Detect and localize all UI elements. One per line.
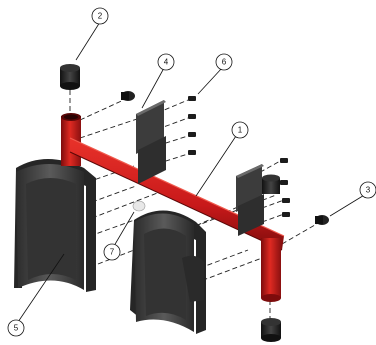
knob-left — [121, 91, 135, 101]
mounting-bracket-right — [236, 164, 264, 236]
callout-2: 2 — [91, 7, 109, 25]
bolts — [188, 96, 290, 217]
svg-text:6: 6 — [222, 58, 227, 67]
callout-6: 6 — [215, 53, 233, 71]
cushion-pad-left — [14, 159, 96, 292]
end-cap-top — [60, 64, 80, 90]
leader-lines — [17, 21, 367, 323]
callout-5: 5 — [7, 319, 25, 337]
right-post — [261, 238, 281, 302]
svg-text:5: 5 — [14, 324, 19, 333]
callout-1: 1 — [231, 121, 249, 139]
cushion-pad-right-edge — [182, 255, 204, 302]
svg-text:7: 7 — [110, 248, 115, 257]
end-cap-right — [262, 174, 280, 194]
svg-text:2: 2 — [98, 12, 103, 21]
svg-text:4: 4 — [164, 58, 169, 67]
callout-4: 4 — [157, 53, 175, 71]
cushion-pad-middle — [130, 210, 206, 334]
end-cap-bottom — [261, 318, 281, 342]
washer — [132, 200, 146, 212]
svg-text:3: 3 — [366, 186, 371, 195]
knob-right — [315, 215, 329, 225]
callout-3: 3 — [359, 181, 376, 199]
mounting-bracket-left — [136, 100, 166, 184]
svg-text:1: 1 — [238, 126, 243, 135]
callout-7: 7 — [103, 243, 121, 261]
